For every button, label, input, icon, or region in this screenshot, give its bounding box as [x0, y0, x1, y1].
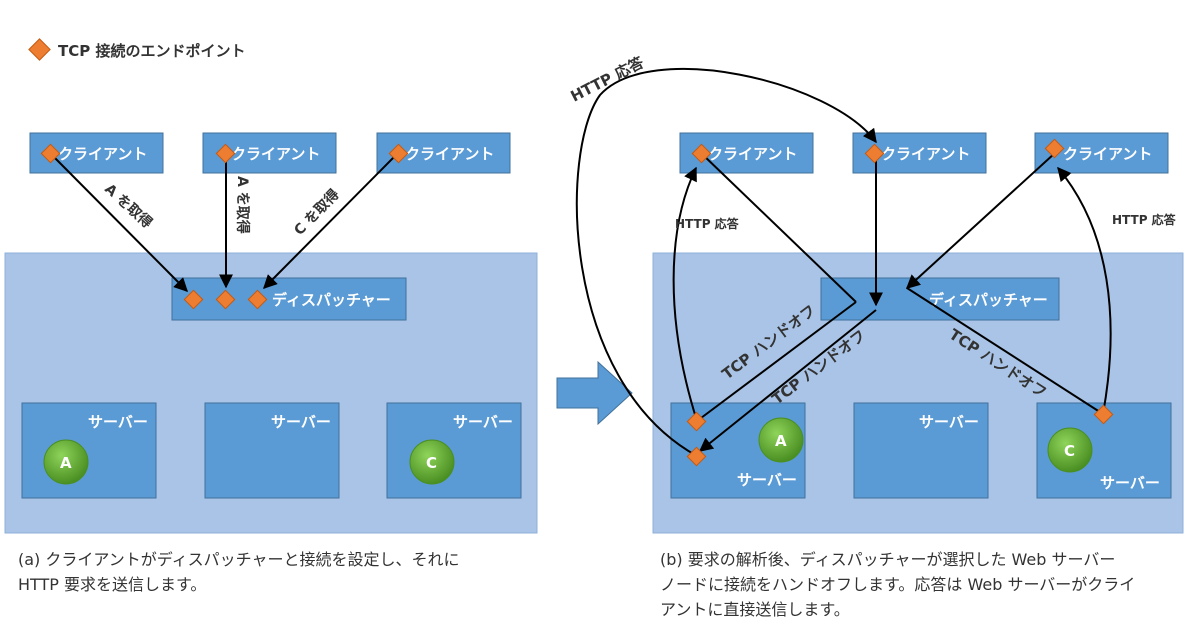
request-arrow — [49, 152, 188, 292]
request-label: C を取得 — [291, 186, 343, 239]
endpoint-marker — [183, 289, 204, 310]
http-response-label-top: HTTP 応答 — [568, 53, 648, 106]
server-label: サーバー — [1100, 474, 1160, 492]
http-response-arrow-left — [672, 166, 698, 422]
server-a1: サーバー A — [21, 402, 157, 499]
dispatcher-a: ディスパッチャー — [171, 277, 407, 321]
endpoint-marker — [388, 143, 409, 164]
node-c — [1047, 427, 1093, 473]
client-label: クライアント — [881, 145, 970, 163]
server-a2: サーバー — [204, 402, 340, 499]
dispatcher-b: ディスパッチャー — [820, 277, 1060, 321]
endpoint-marker — [215, 143, 236, 164]
server-label: サーバー — [919, 413, 979, 431]
panel-b: クライアント クライアント クライアント ディスパッチャー A サーバー サーバ… — [568, 53, 1184, 534]
server-label: サーバー — [271, 413, 331, 431]
node-label: C — [1064, 442, 1075, 460]
http-response-label-right: HTTP 応答 — [1112, 212, 1177, 227]
caption-a: (a) クライアントがディスパッチャーと接続を設定し、それに HTTP 要求を送… — [18, 547, 558, 597]
endpoint-marker — [40, 143, 61, 164]
endpoint-marker — [1093, 404, 1114, 425]
caption-a-line2: HTTP 要求を送信します。 — [18, 575, 207, 594]
client-label: クライアント — [1063, 145, 1152, 163]
server-b2: サーバー — [853, 402, 989, 499]
server-label: サーバー — [88, 413, 148, 431]
caption-b-line1: (b) 要求の解析後、ディスパッチャーが選択した Web サーバー — [660, 550, 1116, 569]
request-label: A を取得 — [101, 180, 155, 231]
legend-label: TCP 接続のエンドポイント — [58, 42, 245, 60]
caption-b-line2: ノードに接続をハンドオフします。応答は Web サーバーがクライ — [660, 575, 1136, 594]
server-a3: サーバー C — [386, 402, 522, 499]
endpoint-legend-icon — [28, 38, 51, 61]
endpoint-marker — [686, 411, 707, 432]
node-c — [409, 439, 455, 485]
caption-b-line3: アントに直接送信します。 — [660, 600, 850, 619]
client-a1: クライアント — [29, 132, 164, 174]
client-label: クライアント — [708, 145, 797, 163]
node-label: A — [60, 454, 72, 472]
request-line — [700, 152, 857, 303]
endpoint-marker — [686, 446, 707, 467]
caption-a-line1: (a) クライアントがディスパッチャーと接続を設定し、それに — [18, 550, 460, 569]
endpoint-marker — [691, 143, 712, 164]
server-label: サーバー — [737, 471, 797, 489]
request-label: A を取得 — [234, 176, 251, 234]
handoff-line — [696, 301, 857, 422]
http-response-arrow-right — [1057, 166, 1112, 415]
node-label: A — [775, 432, 787, 450]
caption-b: (b) 要求の解析後、ディスパッチャーが選択した Web サーバー ノードに接続… — [660, 547, 1195, 622]
legend: TCP 接続のエンドポイント — [28, 38, 245, 61]
dispatcher-label: ディスパッチャー — [272, 291, 391, 309]
dispatcher-label: ディスパッチャー — [929, 291, 1048, 309]
transition-arrow-icon — [556, 360, 633, 426]
node-a — [43, 439, 89, 485]
node-a — [758, 417, 804, 463]
handoff-arrow — [698, 309, 877, 452]
request-arrow — [263, 152, 399, 289]
endpoint-marker — [215, 289, 236, 310]
client-label: クライアント — [231, 145, 320, 163]
client-label: クライアント — [58, 145, 147, 163]
client-label: クライアント — [405, 145, 494, 163]
endpoint-marker — [1044, 138, 1065, 159]
server-label: サーバー — [453, 413, 513, 431]
endpoint-marker — [247, 289, 268, 310]
panel-a: クライアント クライアント クライアント ディスパッチャー サーバー A サーバ… — [4, 132, 538, 534]
node-label: C — [426, 454, 437, 472]
handoff-line — [906, 287, 1104, 415]
http-response-label-left: HTTP 応答 — [675, 216, 740, 231]
request-arrow — [905, 152, 1056, 289]
endpoint-marker — [864, 143, 885, 164]
http-response-arrow-top — [575, 68, 877, 457]
